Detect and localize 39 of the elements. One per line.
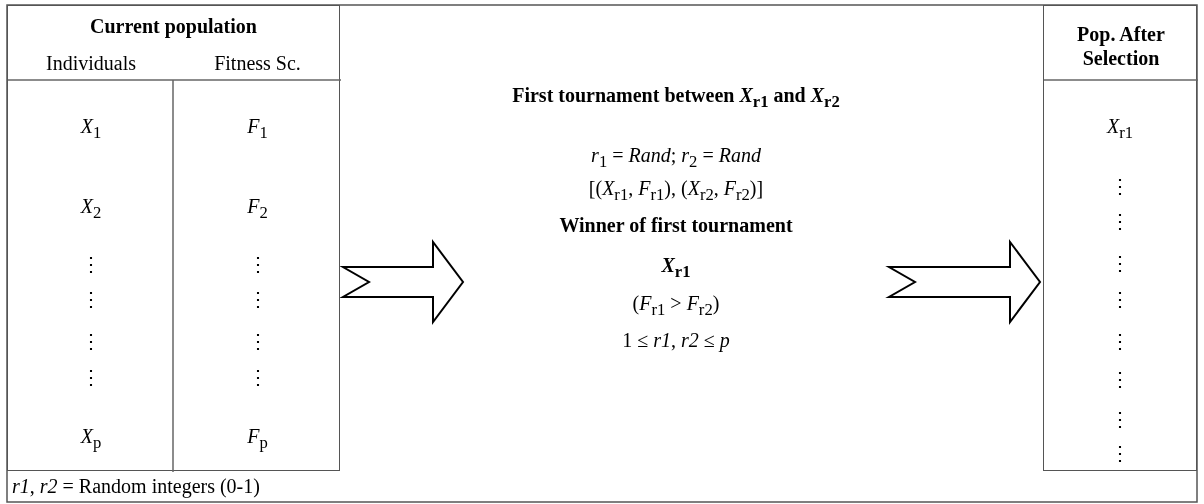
selection-panel xyxy=(1043,5,1197,471)
ellipsis: ⋮ xyxy=(246,365,269,389)
column-header: Individuals xyxy=(45,51,137,75)
note-text: r1, r2 = Random integers (0-1) xyxy=(12,474,260,498)
ellipsis: ⋮ xyxy=(80,329,102,353)
ellipsis: ⋮ xyxy=(246,287,269,311)
variable-label: F$_{2}$ xyxy=(246,194,269,224)
block-arrow xyxy=(339,239,465,325)
ellipsis: ⋮ xyxy=(80,252,102,276)
variable-label: X$_{r1}$ xyxy=(1105,114,1135,144)
ellipsis: ⋮ xyxy=(1109,407,1131,431)
heading-text: Winner of first tournament xyxy=(558,213,794,237)
formula: X$_{r1}$ xyxy=(660,253,692,283)
ellipsis: ⋮ xyxy=(246,252,269,276)
heading-text: First tournament between X$_{r1}$ and X$_{r2}$ xyxy=(511,83,841,113)
ellipsis: ⋮ xyxy=(80,287,102,311)
variable-label: F$_{1}$ xyxy=(246,114,269,144)
block-arrow xyxy=(885,239,1042,325)
ellipsis: ⋮ xyxy=(1109,367,1131,391)
variable-label: F$_{p}$ xyxy=(246,424,269,454)
ellipsis: ⋮ xyxy=(1109,441,1131,465)
formula: [(X$_{r1}$, F$_{r1}$), (X$_{r2}$, F$_{r2}$)] xyxy=(587,176,765,206)
variable-label: X$_{1}$ xyxy=(79,114,103,144)
formula: (F$_{r1}$ > F$_{r2}$) xyxy=(631,291,721,321)
ellipsis: ⋮ xyxy=(80,365,102,389)
ellipsis: ⋮ xyxy=(1109,329,1131,353)
header-text: Current population xyxy=(89,14,258,38)
ellipsis: ⋮ xyxy=(246,329,269,353)
column-header: Fitness Sc. xyxy=(213,51,302,75)
ellipsis: ⋮ xyxy=(1109,251,1131,275)
formula: r$_{1}$ = Rand; r$_{2}$ = Rand xyxy=(590,143,762,173)
variable-label: X$_{2}$ xyxy=(79,194,103,224)
population-panel xyxy=(7,5,340,471)
ellipsis: ⋮ xyxy=(1109,209,1131,233)
variable-label: X$_{p}$ xyxy=(79,424,103,454)
ellipsis: ⋮ xyxy=(1109,174,1131,198)
ellipsis: ⋮ xyxy=(1109,287,1131,311)
formula: 1 ≤ r1, r2 ≤ p xyxy=(621,328,731,352)
column-header: Pop. After Selection xyxy=(1076,22,1166,70)
